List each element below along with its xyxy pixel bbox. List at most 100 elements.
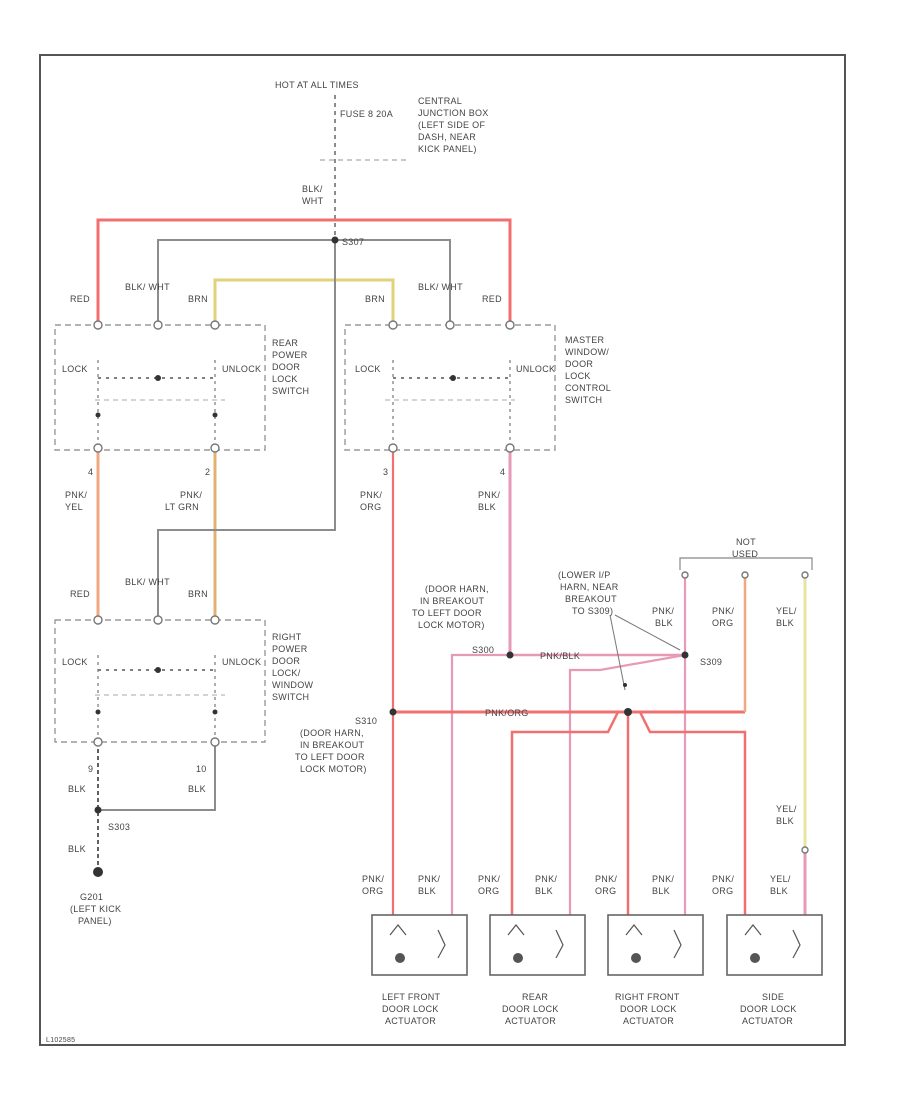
act3-label-1: RIGHT FRONT (615, 992, 680, 1002)
right-switch-pin-10: 10 (196, 764, 207, 774)
terminal (505, 443, 515, 453)
lower-callout-leader (609, 614, 626, 691)
right-switch-label-3: DOOR (272, 656, 300, 666)
master-switch-unlock: UNLOCK (516, 364, 555, 374)
act3-label-2: DOOR LOCK (620, 1004, 677, 1014)
terminal (801, 846, 809, 854)
lower-callout-1: (LOWER I/P (558, 570, 611, 580)
right-switch-unlock: UNLOCK (222, 657, 261, 667)
master-out-right-1: PNK/ (478, 490, 500, 500)
act1-label-3: ACTUATOR (385, 1016, 436, 1026)
right-wire-2-a: PNK/ (712, 606, 734, 616)
right-switch-label-5: WINDOW (272, 680, 313, 690)
s310-callout-1: (DOOR HARN, (300, 728, 364, 738)
rear-switch-label-4: LOCK (272, 374, 298, 384)
motor-icon (631, 953, 641, 963)
master-switch-lock: LOCK (355, 364, 381, 374)
lower-callout-leader-2 (614, 614, 681, 651)
junction-dot (95, 412, 101, 418)
wire-pnk-org-side-act (638, 711, 747, 915)
right-wire-3-a: YEL/ (776, 606, 797, 616)
act2-label-1: REAR (522, 992, 548, 1002)
actuator-mechanism-icon (507, 924, 564, 959)
actuator-right-front (607, 914, 704, 976)
junction-box-label-4: DASH, NEAR (418, 132, 476, 142)
wire-blk-wht-bus (157, 239, 451, 325)
not-used-label-2: USED (732, 549, 758, 559)
motor-icon (395, 953, 405, 963)
right-out-right: BLK (188, 784, 206, 794)
terminal (210, 443, 220, 453)
act1-label-2: DOOR LOCK (382, 1004, 439, 1014)
actuator-box (726, 914, 823, 976)
splice-s310-label: S310 (355, 716, 377, 726)
rear-switch-wire-brn: BRN (188, 294, 208, 304)
terminal (153, 320, 163, 330)
motor-icon (750, 953, 760, 963)
callout-dot (623, 683, 627, 687)
fuse-label: FUSE 8 20A (340, 109, 393, 119)
wire-pnk-blk-left-act (450, 653, 510, 915)
s310-callout-2: IN BREAKOUT (300, 740, 365, 750)
act4-w1-b: ORG (712, 886, 733, 896)
right-wire-4-b: BLK (776, 816, 794, 826)
right-switch-label-2: POWER (272, 644, 308, 654)
terminal (93, 737, 103, 747)
master-switch-label-3: DOOR (565, 359, 593, 369)
splice-dot-s308 (624, 708, 632, 716)
rear-switch-label-2: POWER (272, 350, 308, 360)
act2-label-3: ACTUATOR (505, 1016, 556, 1026)
right-wire-3-b: BLK (776, 618, 794, 628)
act3-w2-a: PNK/ (652, 874, 674, 884)
ground-g201-icon (93, 867, 103, 877)
terminal (445, 320, 455, 330)
wire-pnk-blk-rear-act (568, 653, 686, 915)
ground-g201-label-2: (LEFT KICK (70, 904, 121, 914)
lower-callout-4: TO S309) (572, 606, 613, 616)
splice-s309-label: S309 (700, 657, 722, 667)
right-out-left: BLK (68, 784, 86, 794)
act4-label-1: SIDE (762, 992, 784, 1002)
s300-callout-3: TO LEFT DOOR (412, 608, 482, 618)
splice-dot-s310 (389, 708, 397, 716)
right-switch-pin-9: 9 (88, 764, 93, 774)
terminal (801, 571, 809, 579)
actuator-box (607, 914, 704, 976)
junction-box-label-3: (LEFT SIDE OF (418, 120, 485, 130)
ground-g201-label-3: PANEL) (78, 916, 112, 926)
wire-pnk-org-rear-act (510, 711, 620, 915)
hot-at-all-times-label: HOT AT ALL TIMES (275, 80, 359, 90)
junction-box-label-5: KICK PANEL) (418, 144, 477, 154)
right-wire-1-b: BLK (655, 618, 673, 628)
act2-w2-b: BLK (535, 886, 553, 896)
rear-out-right-2: LT GRN (165, 502, 199, 512)
actuator-mechanism-icon (744, 924, 801, 959)
terminal (210, 737, 220, 747)
wire-blk-wht-drop (157, 240, 336, 620)
master-switch-pin-3: 3 (383, 467, 388, 477)
rear-out-right-1: PNK/ (180, 490, 202, 500)
splice-dot-s307 (331, 236, 339, 244)
master-switch-label-1: MASTER (565, 335, 605, 345)
actuator-box (371, 914, 468, 976)
act4-w2-b: BLK (770, 886, 788, 896)
terminal (93, 320, 103, 330)
rear-switch-pin-2: 2 (205, 467, 210, 477)
master-switch-label-4: LOCK (565, 371, 591, 381)
master-out-left-1: PNK/ (360, 490, 382, 500)
act4-label-3: ACTUATOR (742, 1016, 793, 1026)
junction-dot (155, 375, 161, 381)
pnk-blk-label: PNK/BLK (540, 651, 580, 661)
act2-w1-b: ORG (478, 886, 499, 896)
junction-dot (212, 412, 218, 418)
actuator-mechanism-icon (625, 924, 682, 959)
motor-icon (513, 953, 523, 963)
not-used-bracket (679, 557, 813, 570)
splice-dot-s300 (506, 651, 514, 659)
act1-w1-b: ORG (362, 886, 383, 896)
rear-switch-wire-blk-wht: BLK/ WHT (125, 282, 170, 292)
master-switch-label-2: WINDOW/ (565, 347, 609, 357)
terminal (153, 615, 163, 625)
master-switch-label-5: CONTROL (565, 383, 611, 393)
